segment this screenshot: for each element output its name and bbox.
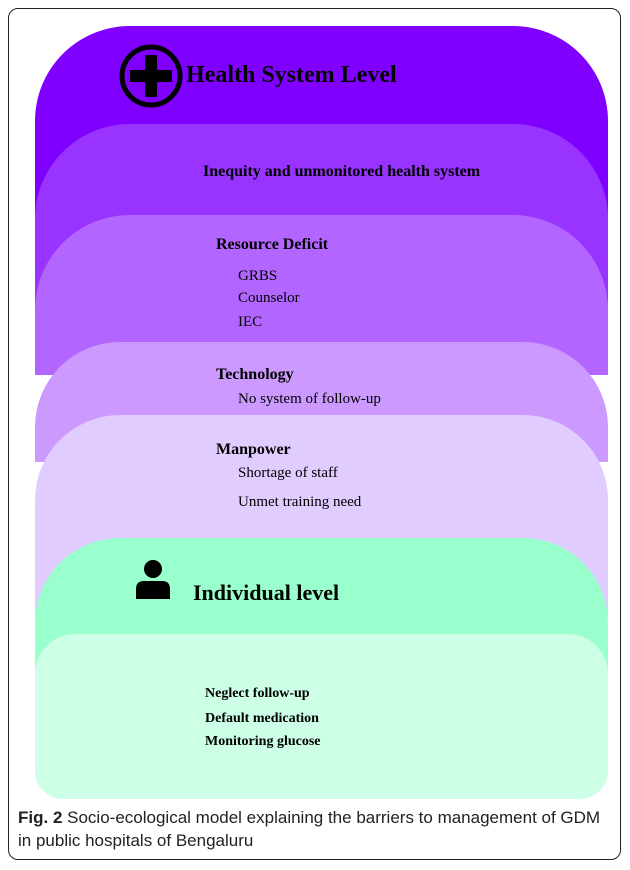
individual-item: Monitoring glucose: [205, 734, 321, 749]
figure-frame: [8, 8, 621, 860]
level-3-item: No system of follow-up: [238, 391, 381, 407]
individual-item: Neglect follow-up: [205, 686, 310, 701]
figure-caption-text: Socio-ecological model explaining the ba…: [18, 808, 601, 850]
level-4-item: Unmet training need: [238, 494, 362, 510]
plus-circle-icon: [119, 44, 183, 108]
individual-item: Default medication: [205, 711, 319, 726]
person-icon: [136, 560, 170, 599]
level-2-item: GRBS: [238, 268, 278, 284]
health-system-title: Health System Level: [186, 62, 397, 88]
level-4-item: Shortage of staff: [238, 465, 338, 481]
individual-title: Individual level: [193, 580, 340, 605]
level-4-heading: Manpower: [216, 441, 291, 458]
figure-caption: Fig. 2 Socio-ecological model explaining…: [18, 806, 613, 852]
level-2-heading: Resource Deficit: [216, 236, 329, 253]
level-1-heading: Inequity and unmonitored health system: [203, 163, 481, 180]
level-2-item: Counselor: [238, 290, 300, 306]
layer-individual-barriers: [35, 634, 608, 799]
level-3-heading: Technology: [216, 366, 294, 383]
level-2-item: IEC: [238, 314, 263, 330]
figure-label: Fig. 2: [18, 808, 63, 827]
